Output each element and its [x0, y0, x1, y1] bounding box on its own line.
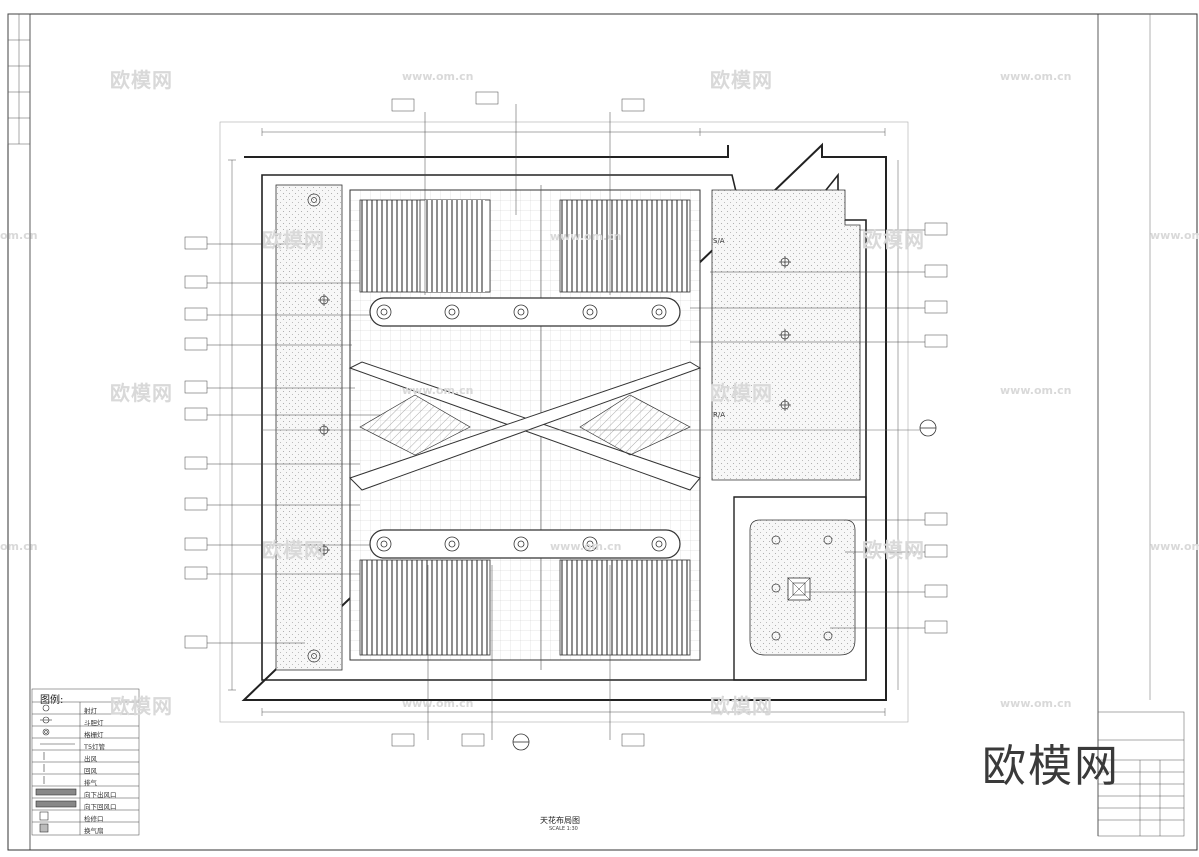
leader-tags-left	[184, 236, 380, 649]
leader-tags-top-bottom	[391, 91, 645, 747]
watermark-url-8: om.cn	[0, 540, 38, 553]
legend-symbols	[35, 704, 77, 833]
watermark-brand-7: 欧模网	[262, 538, 325, 562]
watermark-brand-1: 欧模网	[110, 68, 173, 92]
watermark-brand-10: 欧模网	[710, 694, 773, 718]
legend-item-t5-tube: T5灯管	[84, 743, 106, 751]
top-grille-right	[559, 199, 691, 293]
title-block-logo: 欧模网	[982, 741, 1120, 792]
watermark-brand-3: 欧模网	[262, 228, 325, 252]
bottom-grille-right	[559, 559, 691, 656]
legend-item-return-air: 回风	[84, 767, 97, 775]
section-marker-bottom	[512, 733, 530, 751]
legend-item-supply-air: 出风	[84, 755, 97, 763]
watermark-url-4: www.om.cn	[550, 230, 622, 243]
watermark-url-7: www.om.cn	[1000, 384, 1072, 397]
bathroom-wall	[733, 496, 867, 681]
watermark-url-9: www.om.cn	[550, 540, 622, 553]
top-downlights	[376, 304, 667, 320]
legend-item-spotlight: 射灯	[84, 707, 97, 715]
legend-item-grille-light: 格栅灯	[84, 731, 104, 739]
x-beams	[348, 361, 702, 491]
bottom-downlights	[376, 536, 667, 552]
watermark-brand-9: 欧模网	[110, 694, 173, 718]
left-hatched-diamond	[359, 394, 471, 456]
watermark-brand-4: 欧模网	[862, 228, 925, 252]
legend-item-access-panel: 检修口	[84, 815, 104, 823]
plan-scale: SCALE 1:30	[549, 826, 578, 832]
annotation-sa: S/A	[713, 237, 725, 245]
watermark-url-1: www.om.cn	[402, 70, 474, 83]
watermark-url-2: www.om.cn	[1000, 70, 1072, 83]
left-perimeter-ceiling	[275, 184, 343, 671]
watermark-url-12: www.om.cn	[1000, 697, 1072, 710]
drawing-boundary	[219, 121, 909, 723]
watermark-url-5: www.om.cn	[1150, 229, 1199, 242]
watermark-url-3: om.cn	[0, 229, 38, 242]
bottom-grille-left	[359, 559, 491, 656]
watermark-brand-8: 欧模网	[862, 538, 925, 562]
legend-table	[31, 688, 140, 836]
watermark-brand-2: 欧模网	[710, 68, 773, 92]
dimension-lines	[228, 128, 899, 716]
legend-item-vent-fan: 换气扇	[84, 827, 104, 835]
right-hatched-diamond	[579, 394, 691, 456]
legend-item-down-return: 向下回风口	[84, 803, 117, 811]
legend-item-downlight: 斗胆灯	[84, 719, 104, 727]
watermark-url-10: www.om.cn	[1150, 540, 1199, 553]
watermark-url-6: www.om.cn	[402, 384, 474, 397]
plan-title: 天花布局图	[540, 816, 580, 825]
title-block	[1097, 711, 1185, 837]
annotation-ra: R/A	[713, 411, 726, 419]
legend-item-exhaust: 排气	[84, 779, 97, 787]
spotlights	[307, 193, 791, 663]
watermark-brand-5: 欧模网	[110, 381, 173, 405]
top-light-bar	[369, 297, 681, 327]
section-marker-right	[919, 419, 937, 437]
legend-heading: 图例:	[40, 695, 64, 706]
leader-tags-right	[690, 222, 948, 634]
watermark-brand-6: 欧模网	[710, 381, 773, 405]
bottom-light-bar	[369, 529, 681, 559]
legend-item-down-supply: 向下出风口	[84, 791, 117, 799]
outer-frame	[7, 13, 1198, 851]
watermark-url-11: www.om.cn	[402, 697, 474, 710]
